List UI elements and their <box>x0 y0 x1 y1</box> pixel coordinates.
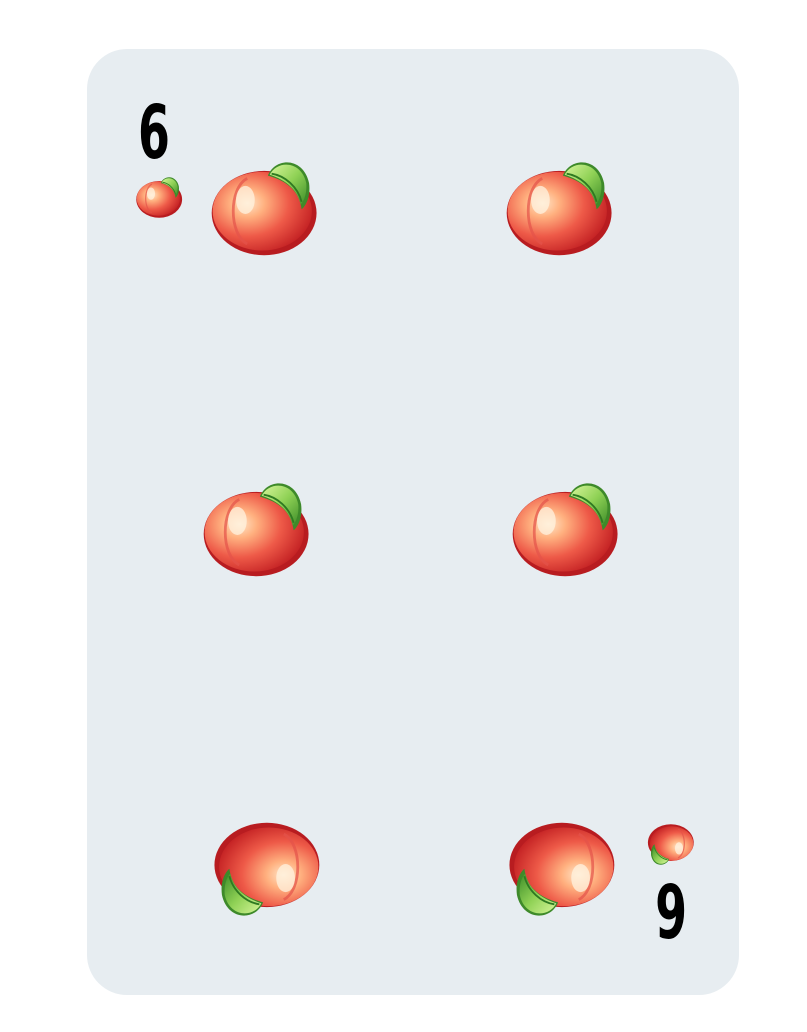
rank-top-left: 6 <box>138 90 170 176</box>
peach-icon-pip-middle-left <box>200 476 316 579</box>
peach-icon-corner-top-left <box>135 174 185 219</box>
peach-icon-pip-top-right <box>503 155 619 258</box>
peach-icon-pip-bottom-left <box>207 820 323 923</box>
playing-card[interactable] <box>87 49 739 995</box>
peach-icon-pip-top-left <box>208 155 324 258</box>
peach-icon-corner-bottom-right <box>645 823 695 868</box>
peach-icon-pip-bottom-right <box>502 820 618 923</box>
peach-icon-pip-middle-right <box>509 476 625 579</box>
rank-bottom-right: 6 <box>655 866 687 952</box>
